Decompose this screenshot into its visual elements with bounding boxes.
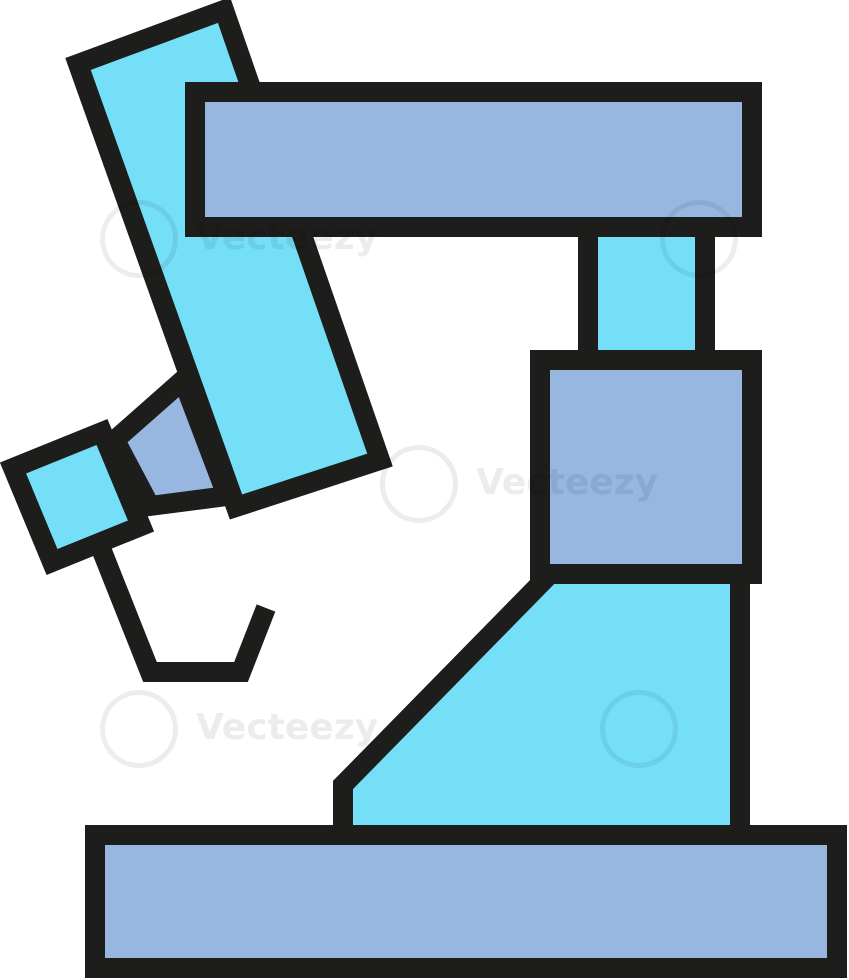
sample-hook — [90, 542, 276, 682]
focus-block — [530, 350, 762, 584]
top-arm — [185, 82, 762, 237]
base — [85, 825, 847, 978]
column — [578, 217, 715, 370]
eyepiece-tube — [65, 0, 393, 520]
objective-lens — [0, 419, 155, 575]
stand-body — [333, 564, 750, 845]
